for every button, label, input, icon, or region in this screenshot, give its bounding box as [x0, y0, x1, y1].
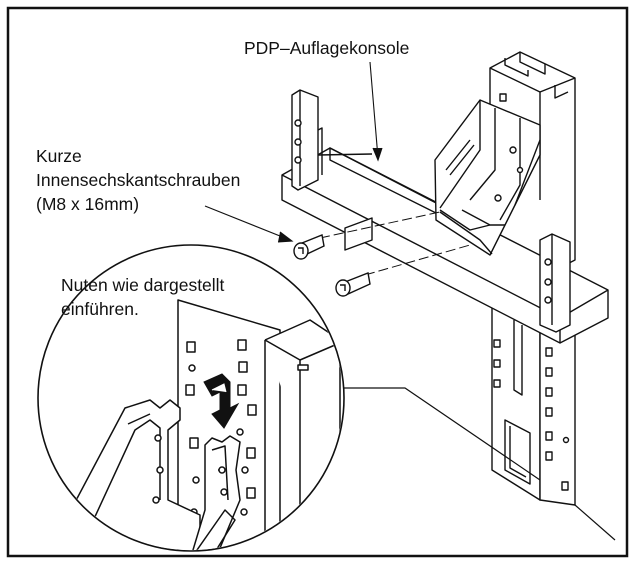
diagram-frame: [6, 6, 629, 558]
floor-line: [574, 504, 616, 541]
screw-guides: [319, 211, 471, 276]
hex-socket-screw-icon: [293, 234, 325, 260]
screws-label-line-1: Kurze: [36, 146, 82, 166]
detail-connector: [335, 387, 541, 481]
screws-label-line-2: Innensechskantschrauben: [36, 170, 241, 190]
detail-label-line-1: Nuten wie dargestellt: [61, 275, 225, 295]
hex-socket-screw-icon: [335, 272, 371, 297]
bracket-label: PDP–Auflagekonsole: [244, 38, 410, 58]
leader-lines: [204, 61, 383, 243]
insert-arrow-icon: [203, 373, 240, 429]
screws-label-line-3: (M8 x 16mm): [36, 194, 140, 214]
detail-label-line-2: einführen.: [61, 299, 139, 319]
detail-magnifier: [37, 244, 345, 552]
pdp-bracket: [281, 89, 609, 344]
stand-column: [489, 51, 576, 506]
